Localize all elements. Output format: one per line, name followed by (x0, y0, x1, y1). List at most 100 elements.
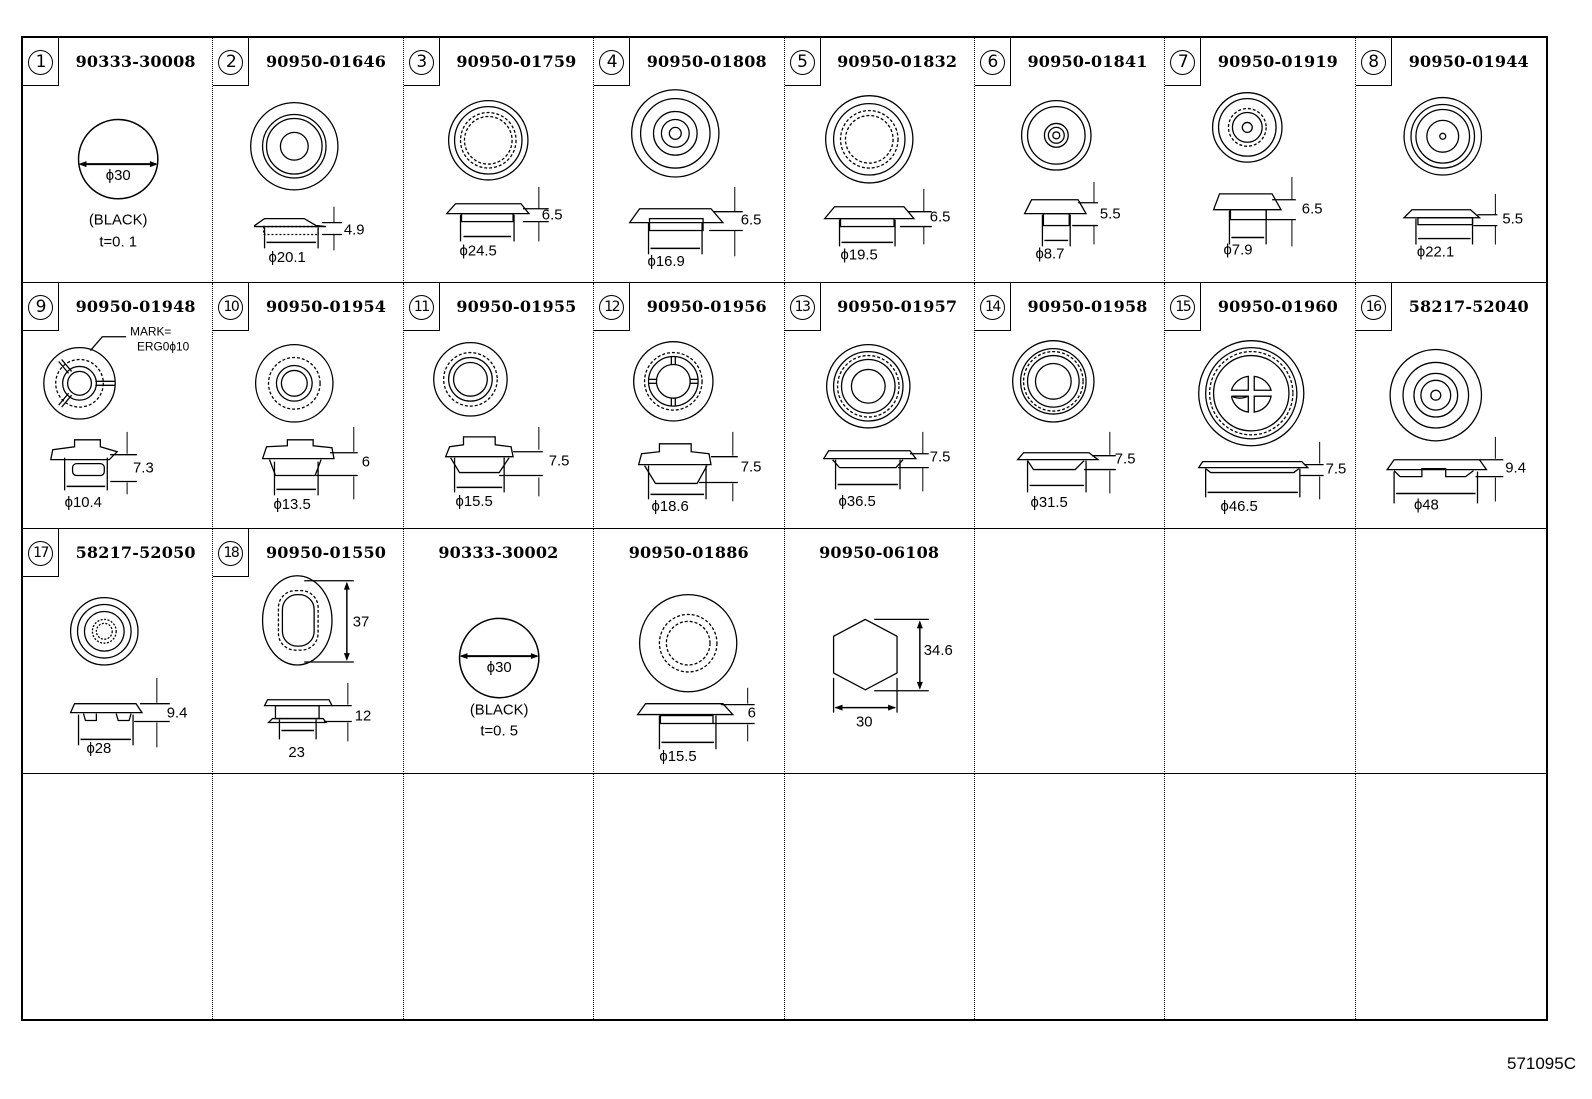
index-box: 10 (213, 283, 250, 332)
empty-cell (213, 773, 404, 1019)
dim-height: 7.5 (929, 450, 950, 466)
mark-label: MARK= (130, 325, 171, 339)
parts-grid: 1 90333-30008 ϕ30 (BLACK) t=0. 1 2 90950… (21, 36, 1548, 1021)
grommet-drawing: 6.5 ϕ7.9 (1212, 92, 1323, 258)
index-box: 16 (1355, 283, 1392, 332)
part-number: 90333-30002 (438, 542, 559, 562)
index-number: 10 (218, 295, 244, 321)
index-box: 11 (403, 283, 440, 332)
part-cell-9[interactable]: 9 90950-01948 MARK= ERG0ϕ10 7.3 ϕ10.4 (23, 283, 214, 529)
grommet-drawing: 9.4 ϕ48 (1385, 349, 1526, 514)
part-cell-2[interactable]: 2 90950-01646 4.9 ϕ20.1 (213, 38, 404, 284)
part-cell-3[interactable]: 3 90950-01759 6.5 ϕ24.5 (403, 38, 595, 284)
index-number: 14 (979, 295, 1005, 321)
index-box: 8 (1355, 38, 1392, 86)
dim-dia: ϕ24.5 (459, 243, 496, 259)
index-number: 1 (28, 50, 53, 75)
part-cell-5[interactable]: 5 90950-01832 6.5 ϕ19.5 (784, 38, 975, 284)
index-number: 6 (979, 50, 1005, 75)
dim-length: 37 (353, 614, 370, 630)
empty-cell (1165, 528, 1356, 774)
dim-height: 5.5 (1100, 207, 1121, 223)
grommet-drawing: 5.5 ϕ8.7 (1020, 99, 1121, 262)
dim-height: 6.5 (741, 213, 762, 229)
grommet-drawing: 6.5 ϕ19.5 (822, 95, 950, 263)
dim-dia: ϕ8.7 (1035, 246, 1064, 262)
part-cell-12[interactable]: 12 90950-01956 7.5 ϕ18.6 (594, 283, 785, 529)
part-cell-8[interactable]: 8 90950-01944 5.5 ϕ22.1 (1355, 38, 1546, 284)
grommet-drawing: 7.5 ϕ18.6 (633, 341, 762, 515)
index-box: 3 (403, 38, 440, 86)
empty-cell (23, 773, 214, 1019)
part-cell-10[interactable]: 10 90950-01954 6 ϕ13.5 (213, 283, 404, 529)
dim-dia: ϕ30 (487, 659, 512, 675)
part-cell-13[interactable]: 13 90950-01957 7.5 ϕ36.5 (784, 283, 975, 529)
grommet-drawing: 7.5 ϕ36.5 (822, 344, 950, 511)
dim-dia: ϕ46.5 (1221, 499, 1258, 515)
note-color: (BLACK) (89, 213, 148, 229)
dim-dia: ϕ15.5 (455, 495, 492, 511)
dim-across-corners: 34.6 (923, 643, 952, 659)
note-thickness: t=0. 1 (99, 234, 137, 250)
part-number: 90950-01958 (1027, 297, 1148, 317)
part-cell-90333-30002[interactable]: 90333-30002 ϕ30 (BLACK) t=0. 5 (403, 528, 595, 774)
part-number: 90950-01954 (265, 297, 387, 317)
dim-height: 7.3 (133, 461, 154, 477)
dim-height: 7.5 (1115, 452, 1136, 468)
grommet-drawing: 6 ϕ13.5 (255, 344, 370, 513)
part-cell-15[interactable]: 15 90950-01960 7.5 ϕ46.5 (1165, 283, 1356, 529)
index-box: 6 (974, 38, 1011, 86)
dim-height: 4.9 (344, 222, 365, 238)
grommet-drawing: 6.5 ϕ24.5 (444, 99, 562, 259)
empty-cell (1355, 529, 1546, 774)
grommet-drawing: 7.5 ϕ46.5 (1197, 340, 1347, 515)
dim-width: 23 (289, 745, 306, 761)
part-number: 90950-06108 (819, 542, 940, 562)
index-number: 9 (28, 295, 53, 321)
part-cell-18[interactable]: 18 90950-01550 37 12 23 (213, 528, 404, 774)
part-number: 90950-01919 (1217, 52, 1339, 71)
part-cell-1[interactable]: 1 90333-30008 ϕ30 (BLACK) t=0. 1 (23, 38, 214, 284)
index-box: 13 (784, 283, 821, 332)
dim-height: 9.4 (1505, 461, 1526, 477)
dim-dia: ϕ48 (1414, 498, 1439, 514)
empty-cell (785, 773, 975, 1019)
index-number: 5 (789, 50, 815, 75)
mark-value: ERG0ϕ10 (137, 340, 190, 354)
grommet-drawing: 6 ϕ15.5 (636, 593, 756, 765)
dim-dia: ϕ28 (86, 741, 111, 757)
dim-height: 7.5 (1326, 462, 1347, 478)
index-box: 5 (784, 38, 821, 86)
grommet-drawing: 9.4 ϕ28 (69, 596, 188, 757)
part-cell-90950-06108[interactable]: 90950-06108 34.6 30 (784, 528, 975, 774)
index-number: 12 (599, 295, 625, 321)
dim-height: 9.4 (167, 705, 188, 721)
part-cell-6[interactable]: 6 90950-01841 5.5 ϕ8.7 (974, 38, 1166, 284)
grommet-drawing: 7.5 ϕ31.5 (1011, 340, 1136, 511)
diagram-code: 571095C (1506, 1054, 1576, 1073)
index-number: 15 (1170, 295, 1196, 321)
index-box: 18 (213, 528, 250, 577)
index-number: 4 (599, 50, 625, 75)
index-number: 13 (789, 295, 815, 321)
part-number: 90950-01956 (646, 297, 767, 317)
grommet-drawing: 6.5 ϕ16.9 (628, 89, 762, 270)
part-number: 90950-01808 (646, 52, 767, 71)
disc-drawing: ϕ30 (BLACK) t=0. 1 (77, 118, 159, 250)
part-cell-11[interactable]: 11 90950-01955 7.5 ϕ15.5 (403, 283, 595, 529)
part-cell-7[interactable]: 7 90950-01919 6.5 ϕ7.9 (1165, 38, 1356, 284)
part-cell-4[interactable]: 4 90950-01808 6.5 ϕ16.9 (594, 38, 785, 284)
part-cell-14[interactable]: 14 90950-01958 7.5 ϕ31.5 (974, 283, 1166, 529)
index-number: 18 (218, 540, 244, 566)
dim-dia: ϕ15.5 (660, 749, 697, 765)
part-cell-90950-01886[interactable]: 90950-01886 6 ϕ15.5 (594, 528, 785, 774)
index-number: 7 (1170, 50, 1196, 75)
part-number: 90950-01944 (1408, 52, 1529, 71)
dim-dia: ϕ22.1 (1417, 244, 1454, 260)
part-cell-16[interactable]: 16 58217-52040 9.4 ϕ48 (1355, 283, 1546, 529)
index-number: 8 (1360, 50, 1386, 75)
hex-plug-drawing: 34.6 30 (832, 618, 952, 730)
index-box: 1 (23, 38, 59, 86)
dim-dia: ϕ16.9 (648, 254, 685, 270)
part-cell-17[interactable]: 17 58217-52050 9.4 ϕ28 (23, 528, 214, 774)
